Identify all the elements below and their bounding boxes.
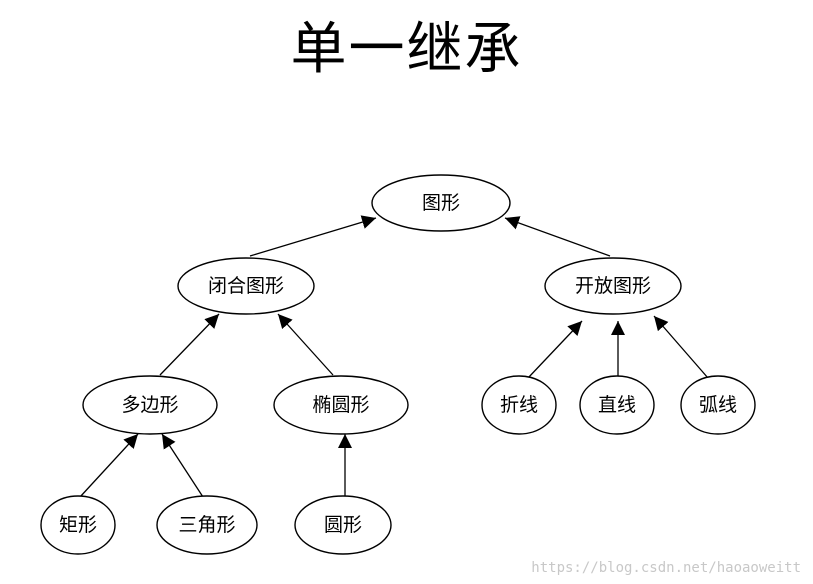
edge-closed-to-shape: [249, 215, 377, 257]
node-shape-ellipse: [371, 174, 511, 232]
node-closed-shape-label: 闭合图形: [208, 275, 284, 297]
edge-open-to-shape: [504, 216, 611, 257]
node-arc-label: 弧线: [699, 394, 737, 416]
node-arc-ellipse: [680, 375, 756, 435]
edge-rectangle-to-polygon: [79, 433, 139, 498]
node-ellipse-label: 椭圆形: [312, 394, 369, 416]
node-polyline-ellipse: [481, 375, 557, 435]
node-circle-label: 圆形: [324, 514, 362, 536]
watermark-url: https://blog.csdn.net/haoaoweitt: [531, 560, 801, 576]
edge-triangle-to-polygon: [161, 433, 204, 498]
node-ellipse-ellipse: [273, 375, 409, 435]
node-closed-shape-ellipse: [177, 257, 315, 315]
node-triangle-label: 三角形: [178, 514, 235, 536]
edge-polyline-to-open: [527, 320, 583, 379]
node-polygon-label: 多边形: [121, 394, 178, 416]
node-straight-line-ellipse: [579, 375, 655, 435]
node-open-shape-ellipse: [544, 257, 682, 315]
node-shape-label: 图形: [422, 192, 460, 214]
node-polyline-label: 折线: [500, 394, 538, 416]
node-rectangle-label: 矩形: [59, 514, 97, 536]
node-circle-ellipse: [294, 495, 392, 555]
node-rectangle-ellipse: [40, 495, 116, 555]
edge-polygon-to-closed: [159, 313, 220, 376]
diagram-title: 单一继承: [290, 17, 523, 82]
node-polygon-ellipse: [82, 375, 218, 435]
node-straight-line-label: 直线: [598, 394, 636, 416]
node-open-shape-label: 开放图形: [575, 275, 651, 297]
edge-ellipse-to-closed: [277, 313, 334, 376]
node-triangle-ellipse: [156, 495, 258, 555]
edge-arc-to-open: [653, 315, 709, 379]
